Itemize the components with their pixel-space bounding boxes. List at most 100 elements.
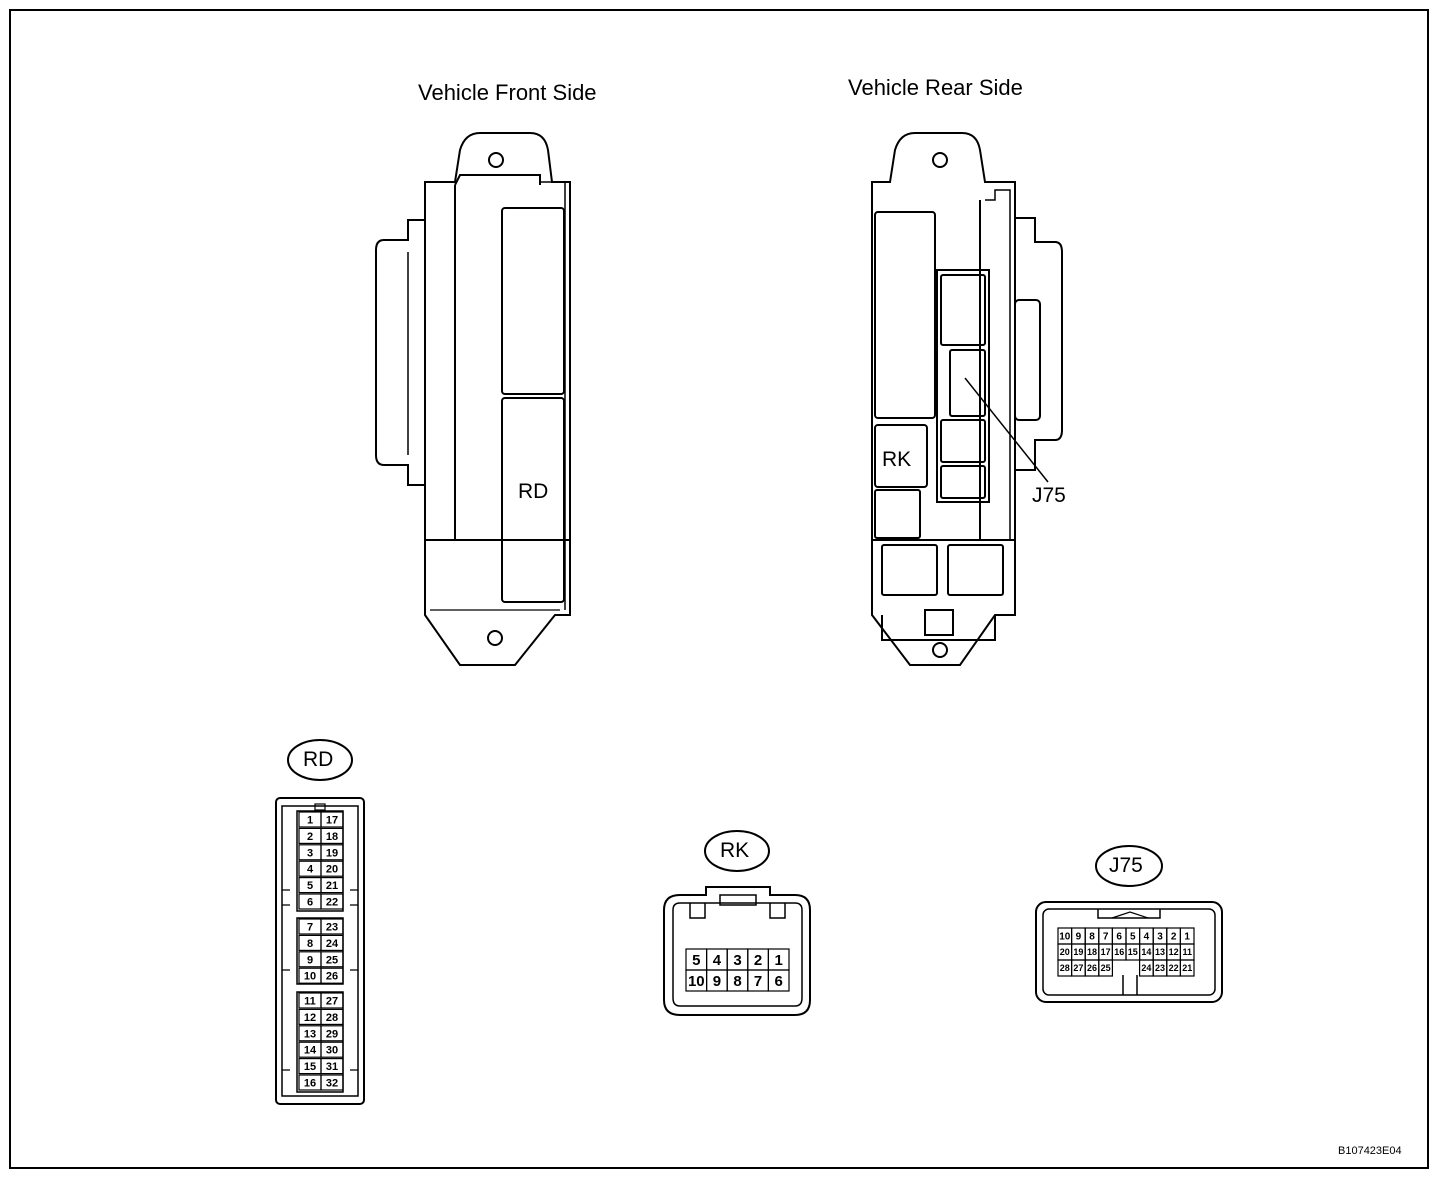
rd-pin-label: 26 — [326, 971, 338, 983]
rd-pin-label: 21 — [326, 880, 338, 892]
rd-connector-body — [275, 797, 365, 1105]
rd-pin-label: 10 — [304, 971, 316, 983]
rd-badge-oval — [287, 739, 353, 781]
rd-pin-label: 15 — [304, 1061, 316, 1073]
j75-pin-label: 9 — [1076, 932, 1082, 943]
j75-pin-label: 16 — [1114, 947, 1124, 957]
rd-pin-label: 24 — [326, 938, 339, 950]
j75-pin-label: 19 — [1073, 947, 1083, 957]
rd-pin-label: 3 — [307, 847, 313, 859]
j75-pin-label: 3 — [1157, 932, 1163, 943]
rd-pin-label: 32 — [326, 1077, 338, 1089]
rd-pin-label-cell — [320, 1008, 344, 1026]
j75-pin-label: 26 — [1087, 963, 1097, 973]
rd-pin-label: 2 — [307, 831, 313, 843]
rd-pin-label: 16 — [304, 1077, 316, 1089]
j75-connector-body — [1035, 901, 1223, 1003]
j75-pin-label: 20 — [1060, 947, 1070, 957]
j75-pin-label: 18 — [1087, 947, 1097, 957]
j75-pin-label: 2 — [1171, 932, 1177, 943]
j75-pin-label: 10 — [1059, 932, 1071, 943]
rk-location-label: RK — [882, 448, 912, 471]
rd-pin-label: 28 — [326, 1012, 338, 1024]
rd-pin-label: 11 — [304, 995, 316, 1007]
j75-pin-label: 13 — [1155, 947, 1165, 957]
rd-pin-label-cell — [320, 1041, 344, 1058]
j75-pin-label: 25 — [1101, 963, 1111, 973]
rd-pin-label-cell — [320, 951, 344, 968]
rd-pin-label-cell — [320, 893, 344, 910]
rd-pin-label: 27 — [326, 995, 338, 1007]
rd-pin-label-cell — [320, 918, 344, 935]
rd-pin-label: 25 — [326, 954, 338, 966]
rd-pin-label-cell — [320, 1074, 344, 1091]
rd-pin-label-cell — [320, 992, 344, 1009]
rd-pin-label-cell — [320, 967, 344, 984]
j75-pin-label: 11 — [1182, 947, 1192, 957]
rd-pin-label: 5 — [307, 880, 313, 892]
rk-pin-label: 6 — [775, 973, 783, 990]
j75-pin-label: 27 — [1073, 963, 1083, 973]
rd-pin-label-cell — [320, 844, 344, 861]
rd-pin-label: 18 — [326, 831, 338, 843]
rd-pin-label-cell — [320, 827, 344, 845]
j75-connector-label: J75 — [1109, 854, 1143, 877]
j75-pin-label: 12 — [1169, 947, 1179, 957]
rd-pin-label-cell — [320, 934, 344, 952]
j75-pin-label: 6 — [1116, 932, 1122, 943]
j75-pin-label: 7 — [1103, 932, 1109, 943]
j75-location-label: J75 — [1032, 484, 1066, 507]
j75-pin-label: 5 — [1130, 932, 1136, 943]
j75-badge-oval — [1095, 845, 1163, 887]
rk-pin-label: 4 — [713, 952, 722, 969]
j75-pin-label-cell — [1179, 959, 1195, 977]
rear-view-title: Vehicle Rear Side — [848, 75, 1023, 100]
front-view-title: Vehicle Front Side — [418, 80, 597, 105]
j75-pin-label: 1 — [1184, 932, 1190, 943]
rd-pin-label-cell — [320, 860, 344, 877]
rd-pin-label: 7 — [307, 921, 313, 933]
rd-pin-label: 23 — [326, 921, 338, 933]
j75-pin-label: 23 — [1155, 963, 1165, 973]
j75-pin-label: 15 — [1128, 947, 1138, 957]
rd-connector-label: RD — [303, 748, 334, 771]
j75-pin-label: 28 — [1060, 963, 1070, 973]
j75-pin-label: 24 — [1141, 963, 1151, 973]
rd-pin-label: 29 — [326, 1028, 338, 1040]
rd-pin-label: 20 — [326, 864, 338, 876]
j75-pin-label: 22 — [1169, 963, 1179, 973]
rd-pin-label: 17 — [326, 814, 338, 826]
rk-pin-label: 3 — [733, 952, 741, 969]
rd-pin-label-cell — [320, 1057, 344, 1075]
rear-view-block — [871, 132, 1063, 666]
rd-pin-label-cell — [320, 1025, 344, 1042]
j75-pin-label: 17 — [1101, 947, 1111, 957]
rk-pin-label-cell — [767, 969, 790, 992]
rd-pin-label: 22 — [326, 896, 338, 908]
j75-pin-label: 14 — [1141, 947, 1151, 957]
figure-border — [9, 9, 1429, 1169]
front-view-block — [375, 132, 571, 666]
rk-pin-label: 2 — [754, 952, 762, 969]
j75-pin-label: 21 — [1182, 963, 1192, 973]
rk-connector-label: RK — [720, 839, 750, 862]
rk-pin-label: 7 — [754, 973, 762, 990]
rd-pin-label-cell — [320, 876, 344, 894]
rd-pin-label-cell — [320, 811, 344, 828]
rd-pin-label: 19 — [326, 847, 338, 859]
j75-pin-label-cell — [1098, 959, 1114, 977]
rd-pin-label: 4 — [307, 864, 314, 876]
rk-pin-label: 9 — [713, 973, 721, 990]
rk-pin-label: 8 — [733, 973, 741, 990]
rd-pin-label: 9 — [307, 954, 313, 966]
rd-pin-label: 6 — [307, 896, 313, 908]
rd-pin-label: 30 — [326, 1045, 338, 1057]
j75-pin-label: 4 — [1144, 932, 1150, 943]
rk-pin-label: 10 — [688, 973, 705, 990]
rk-pin-label: 1 — [775, 952, 783, 969]
j75-pin-label: 8 — [1089, 932, 1095, 943]
